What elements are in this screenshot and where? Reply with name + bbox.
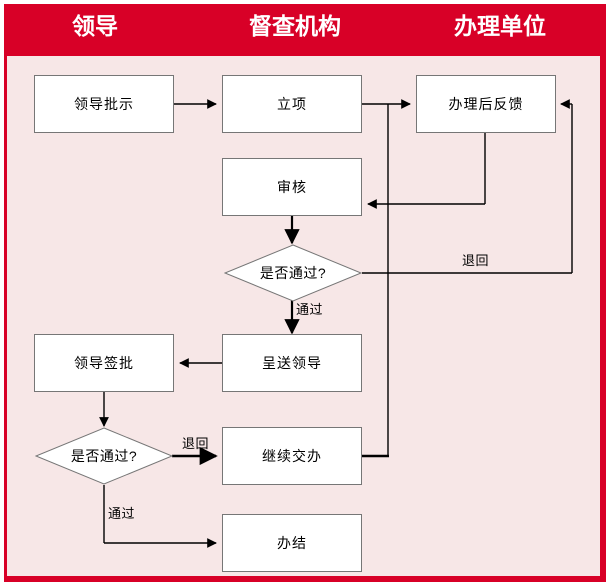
edge-label-signoff-return: 退回 [182,436,210,451]
node-submit-to-leader[interactable]: 呈送领导 [222,334,362,392]
node-decision-review-pass[interactable]: 是否通过? [224,244,362,302]
column-header-leader: 领导 [72,14,118,39]
column-header-handling-unit: 办理单位 [454,14,546,39]
diamond-shape [224,244,362,302]
node-project-setup[interactable]: 立项 [222,75,362,133]
node-decision-signoff-pass-label: 是否通过? [70,448,138,464]
header-band [4,4,600,56]
edge-label-review-return: 退回 [462,253,490,268]
node-decision-signoff-pass[interactable]: 是否通过? [35,427,173,485]
node-review[interactable]: 审核 [222,158,362,216]
node-continue-assignment[interactable]: 继续交办 [222,427,362,485]
node-feedback-after-handling[interactable]: 办理后反馈 [416,75,556,133]
diamond-shape [35,427,173,485]
edge-label-signoff-pass: 通过 [108,506,136,521]
diagram-frame [4,4,606,582]
column-header-supervision: 督查机构 [249,14,341,39]
node-completed[interactable]: 办结 [222,514,362,572]
node-leader-signoff[interactable]: 领导签批 [34,334,174,392]
edge-label-review-pass: 通过 [296,302,324,317]
node-decision-review-pass-label: 是否通过? [259,265,327,281]
node-leader-instruction[interactable]: 领导批示 [34,75,174,133]
